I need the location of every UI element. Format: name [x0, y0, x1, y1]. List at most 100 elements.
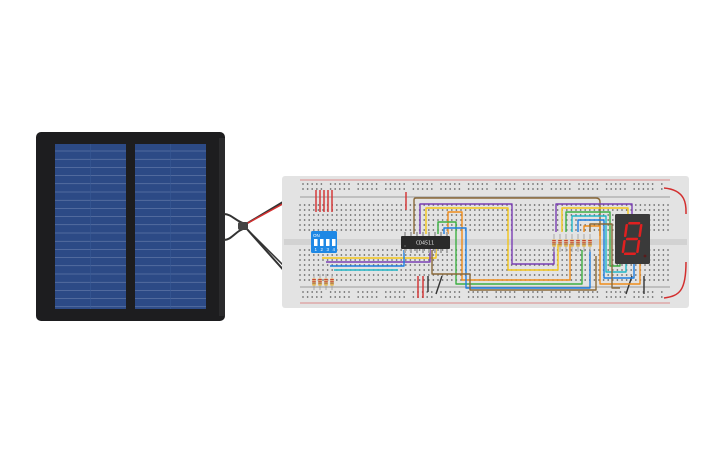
terminal-hole[interactable] [377, 204, 379, 206]
terminal-hole[interactable] [418, 254, 421, 256]
terminal-hole[interactable] [299, 229, 301, 231]
rail-hole[interactable] [633, 183, 635, 185]
terminal-hole[interactable] [506, 219, 508, 221]
terminal-hole[interactable] [423, 274, 425, 276]
terminal-hole[interactable] [658, 224, 660, 226]
terminal-hole[interactable] [455, 214, 458, 216]
terminal-hole[interactable] [391, 209, 393, 211]
rail-hole[interactable] [440, 291, 442, 293]
rail-hole[interactable] [357, 291, 359, 293]
rail-hole[interactable] [536, 296, 539, 298]
rail-hole[interactable] [371, 291, 373, 293]
terminal-hole[interactable] [405, 219, 407, 221]
rail-hole[interactable] [550, 296, 553, 298]
terminal-hole[interactable] [515, 274, 517, 276]
rail-hole[interactable] [564, 296, 566, 298]
terminal-hole[interactable] [382, 274, 384, 276]
terminal-hole[interactable] [653, 279, 655, 281]
terminal-hole[interactable] [515, 204, 517, 206]
terminal-hole[interactable] [340, 204, 343, 206]
terminal-hole[interactable] [644, 264, 646, 266]
terminal-hole[interactable] [400, 249, 402, 251]
segment-resistor[interactable] [564, 234, 568, 252]
terminal-hole[interactable] [336, 219, 338, 221]
terminal-hole[interactable] [529, 204, 531, 206]
terminal-hole[interactable] [331, 224, 333, 226]
terminal-hole[interactable] [322, 229, 324, 231]
pulldown-resistor[interactable] [318, 274, 322, 290]
terminal-hole[interactable] [653, 229, 655, 231]
terminal-hole[interactable] [432, 259, 435, 261]
breadboard[interactable] [282, 176, 689, 308]
terminal-hole[interactable] [474, 214, 476, 216]
terminal-hole[interactable] [299, 249, 301, 251]
terminal-hole[interactable] [497, 209, 499, 211]
rail-hole[interactable] [555, 291, 557, 293]
terminal-hole[interactable] [529, 264, 531, 266]
terminal-hole[interactable] [409, 274, 412, 276]
rail-hole[interactable] [633, 188, 635, 190]
terminal-hole[interactable] [520, 274, 522, 276]
terminal-hole[interactable] [400, 259, 402, 261]
terminal-hole[interactable] [446, 279, 448, 281]
terminal-hole[interactable] [359, 279, 361, 281]
terminal-hole[interactable] [345, 219, 347, 221]
rail-hole[interactable] [638, 296, 640, 298]
terminal-hole[interactable] [336, 254, 338, 256]
terminal-hole[interactable] [584, 229, 586, 231]
terminal-hole[interactable] [579, 274, 582, 276]
terminal-hole[interactable] [441, 274, 444, 276]
rail-hole[interactable] [527, 183, 530, 185]
terminal-hole[interactable] [299, 259, 301, 261]
terminal-hole[interactable] [501, 209, 504, 211]
rail-hole[interactable] [426, 291, 428, 293]
terminal-hole[interactable] [460, 249, 462, 251]
rail-hole[interactable] [472, 296, 474, 298]
rail-hole[interactable] [467, 188, 470, 190]
terminal-hole[interactable] [474, 229, 476, 231]
rail-hole[interactable] [541, 291, 543, 293]
terminal-hole[interactable] [395, 254, 398, 256]
terminal-hole[interactable] [432, 264, 435, 266]
terminal-hole[interactable] [386, 204, 389, 206]
rail-hole[interactable] [592, 188, 594, 190]
terminal-hole[interactable] [395, 249, 398, 251]
terminal-hole[interactable] [607, 249, 609, 251]
rail-hole[interactable] [564, 183, 566, 185]
terminal-hole[interactable] [575, 204, 577, 206]
terminal-hole[interactable] [303, 269, 306, 271]
terminal-hole[interactable] [538, 229, 540, 231]
terminal-hole[interactable] [340, 249, 343, 251]
terminal-hole[interactable] [464, 209, 467, 211]
rail-hole[interactable] [320, 183, 323, 185]
rail-hole[interactable] [394, 296, 396, 298]
terminal-hole[interactable] [377, 249, 379, 251]
terminal-hole[interactable] [395, 214, 398, 216]
terminal-hole[interactable] [414, 224, 416, 226]
terminal-hole[interactable] [520, 224, 522, 226]
terminal-hole[interactable] [653, 274, 655, 276]
rail-hole[interactable] [403, 296, 405, 298]
terminal-hole[interactable] [428, 224, 430, 226]
terminal-hole[interactable] [340, 254, 343, 256]
terminal-hole[interactable] [612, 254, 614, 256]
terminal-hole[interactable] [570, 249, 573, 251]
terminal-hole[interactable] [538, 254, 540, 256]
terminal-hole[interactable] [566, 209, 568, 211]
terminal-hole[interactable] [391, 214, 393, 216]
terminal-hole[interactable] [395, 259, 398, 261]
terminal-hole[interactable] [630, 274, 632, 276]
terminal-hole[interactable] [497, 224, 499, 226]
rail-hole[interactable] [624, 183, 626, 185]
terminal-hole[interactable] [340, 259, 343, 261]
terminal-hole[interactable] [566, 264, 568, 266]
terminal-hole[interactable] [506, 224, 508, 226]
terminal-hole[interactable] [644, 209, 646, 211]
terminal-hole[interactable] [474, 269, 476, 271]
rail-hole[interactable] [426, 296, 428, 298]
terminal-hole[interactable] [418, 249, 421, 251]
rail-hole[interactable] [417, 183, 419, 185]
terminal-hole[interactable] [533, 249, 536, 251]
terminal-hole[interactable] [345, 224, 347, 226]
terminal-hole[interactable] [570, 279, 573, 281]
